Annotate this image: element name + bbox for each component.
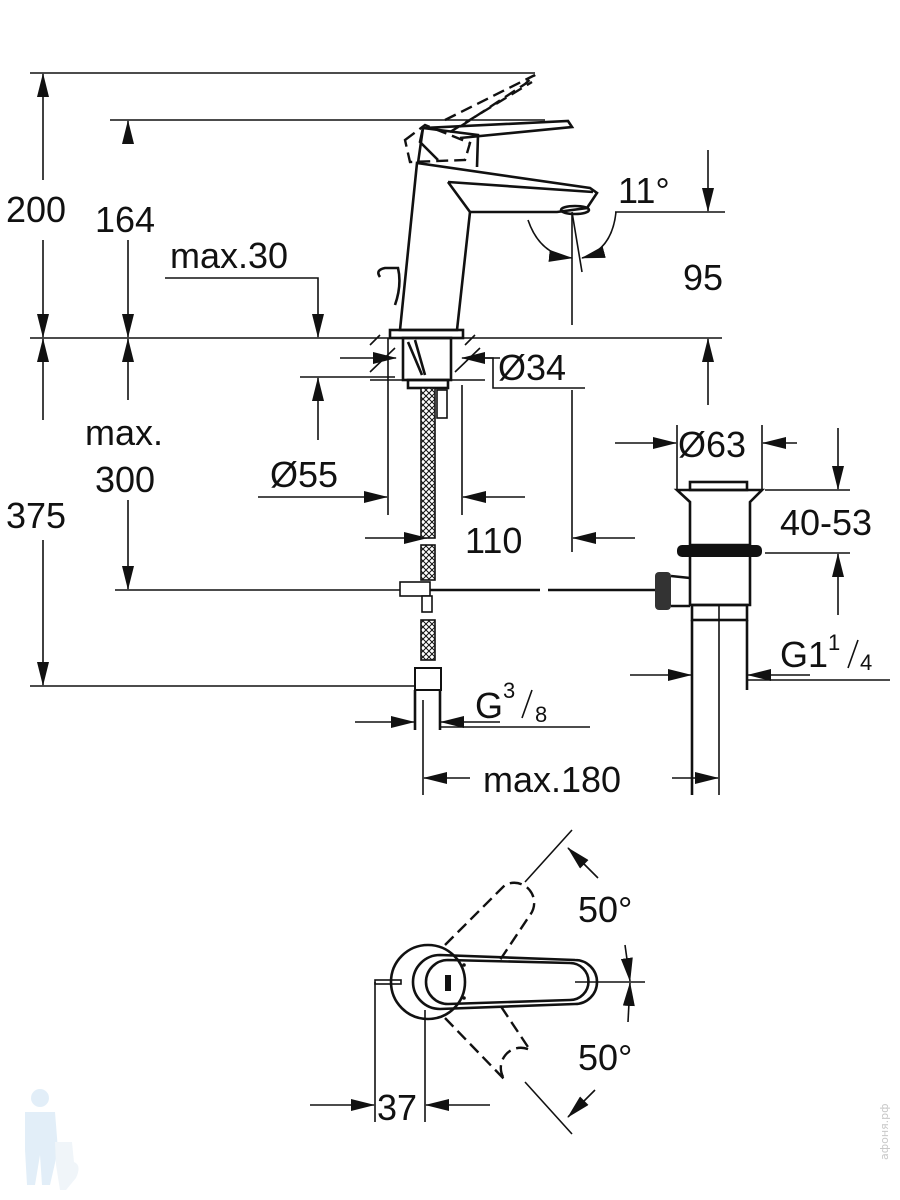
dim-angle-upper: 50° xyxy=(578,889,632,930)
watermark-text: афоня.рф xyxy=(878,1103,891,1160)
dim-base-diameter: Ø55 xyxy=(270,454,338,495)
dim-lever-offset: 37 xyxy=(377,1087,417,1128)
dim-lever-height: 164 xyxy=(95,199,155,240)
dim-drain-thread: G1 xyxy=(780,634,828,675)
dim-drain-thread-denominator: 4 xyxy=(860,650,872,675)
dim-hose-thread-numerator: 3 xyxy=(503,678,515,703)
dim-spout-reach: 110 xyxy=(465,520,522,561)
supply-hoses xyxy=(399,387,448,730)
dim-drain-thread-numerator: 1 xyxy=(828,630,840,655)
dim-below-deck: 375 xyxy=(6,495,66,536)
dim-hole-diameter: Ø34 xyxy=(498,347,566,388)
dim-max-deck: max.30 xyxy=(170,235,288,276)
dim-drain-diameter: Ø63 xyxy=(678,424,746,465)
dim-max-180: max.180 xyxy=(483,759,621,800)
faucet-body xyxy=(369,73,599,390)
drain-assembly xyxy=(655,480,766,795)
dim-spout-angle: 11° xyxy=(618,170,670,211)
dim-hose-thread: G xyxy=(475,685,503,726)
faucet-top-view xyxy=(374,881,599,1081)
dim-angle-lower: 50° xyxy=(578,1037,632,1078)
dim-spout-height: 95 xyxy=(683,257,723,298)
dim-max-300: 300 xyxy=(95,459,155,500)
height-dimension-arrows xyxy=(37,73,134,686)
dim-drain-range: 40-53 xyxy=(780,502,872,543)
dim-hose-thread-denominator: 8 xyxy=(535,702,547,727)
dim-max-label: max. xyxy=(85,412,163,453)
plumber-logo xyxy=(25,1089,79,1190)
dim-total-height: 200 xyxy=(6,189,66,230)
